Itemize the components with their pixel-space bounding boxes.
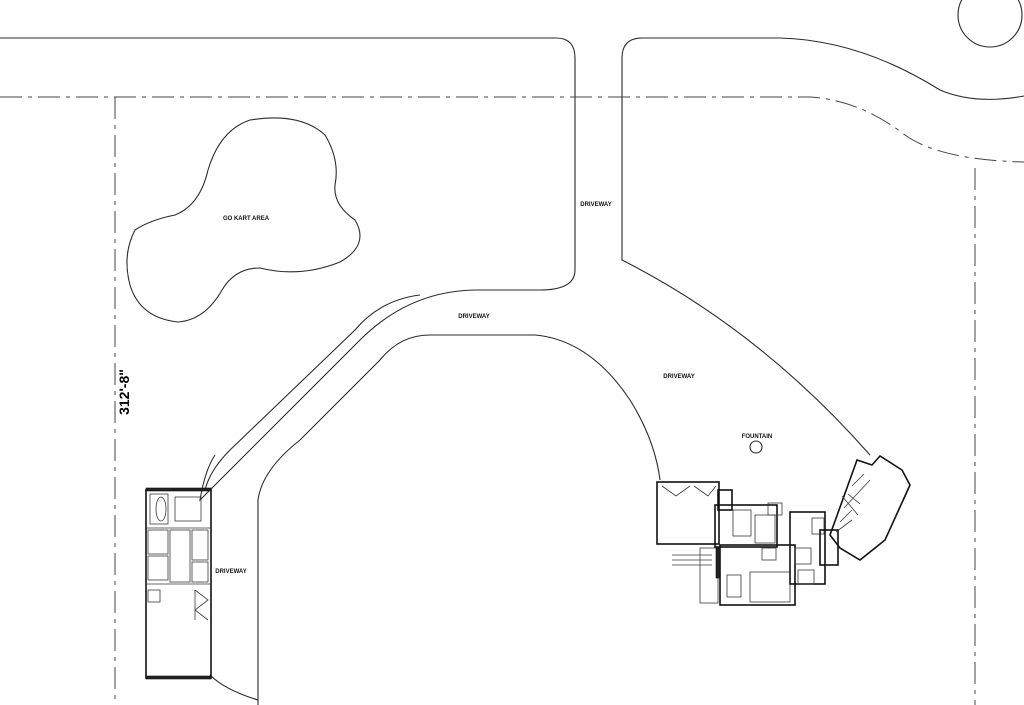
cul-de-sac-circle (957, 0, 1023, 48)
property-line (0, 96, 1024, 705)
driveway-label-middle: DRIVEWAY (458, 314, 489, 320)
fountain-circle (749, 440, 763, 454)
driveway-outline (204, 294, 661, 705)
fountain-label: FOUNTAIN (742, 434, 773, 440)
main-house (656, 454, 911, 606)
driveway-label-right: DRIVEWAY (663, 374, 694, 380)
driveway-label-top: DRIVEWAY (580, 202, 611, 208)
property-depth-dimension: 312'-8" (116, 369, 132, 415)
left-building (145, 487, 212, 680)
go-kart-area-shape (126, 117, 361, 323)
street-outline (0, 0, 1024, 502)
go-kart-area-label: GO KART AREA (223, 216, 270, 222)
driveway-label-left: DRIVEWAY (215, 569, 246, 575)
